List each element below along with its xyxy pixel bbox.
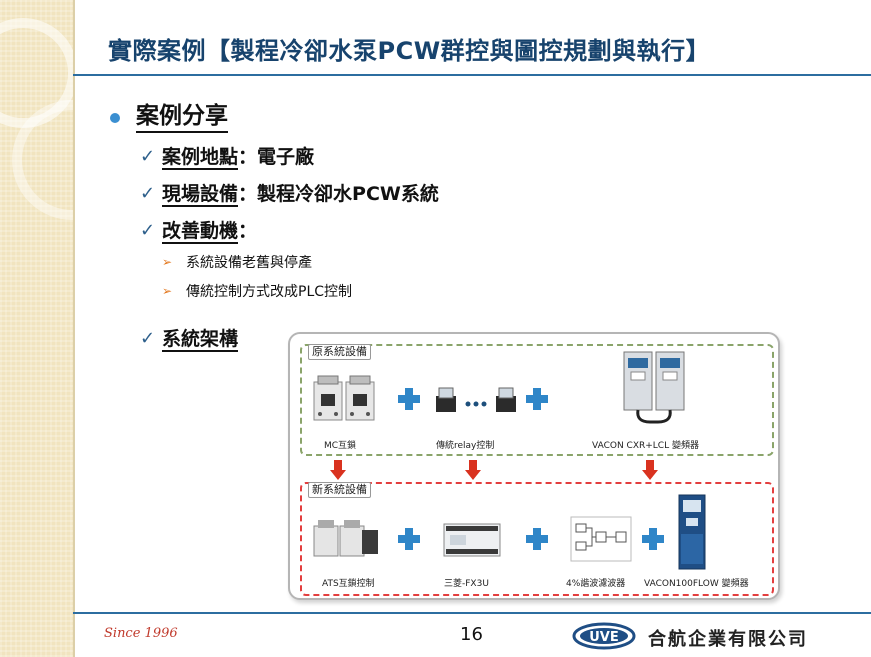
- old-system-label: 原系統設備: [308, 344, 371, 360]
- check-icon: ✓: [140, 220, 156, 241]
- ats-switch-icon: [313, 520, 378, 557]
- relay-icon: [436, 387, 516, 412]
- new-system-group: 新系統設備 ATS互鎖控制 三菱-FX3U 4: [300, 482, 774, 596]
- company-name: 合航企業有限公司: [648, 629, 808, 650]
- plus-icon: [642, 528, 664, 550]
- caption-plc: 三菱-FX3U: [444, 579, 489, 589]
- caption-vacon-cxr: VACON CXR+LCL 變頻器: [592, 441, 699, 451]
- item-value-post: 系統: [400, 183, 439, 205]
- band-edge: [73, 0, 75, 657]
- contactor-icon: [313, 375, 375, 421]
- caption-ats: ATS互鎖控制: [322, 579, 375, 589]
- vacon100-drive-icon: [678, 494, 706, 570]
- system-architecture-diagram: 原系統設備 MC互鎖 傳統relay控制: [288, 332, 780, 600]
- down-arrow-icon: [465, 460, 481, 480]
- item-sep: ：: [238, 183, 258, 205]
- item-sep: ：: [238, 220, 258, 242]
- old-system-group: 原系統設備 MC互鎖 傳統relay控制: [300, 344, 774, 456]
- footer-divider: [73, 612, 871, 614]
- check-icon: ✓: [140, 183, 156, 204]
- caption-filter: 4%諧波濾波器: [566, 579, 626, 589]
- title-divider: [73, 74, 871, 76]
- down-arrow-icon: [642, 460, 658, 480]
- decorative-band: [0, 0, 73, 657]
- bullet-icon: [110, 113, 120, 123]
- sub-item: 傳統控制方式改成PLC控制: [186, 284, 353, 300]
- item-label: 現場設備: [162, 183, 239, 207]
- item-label: 案例地點: [162, 146, 239, 170]
- item-location: 案例地點：電子廠: [162, 144, 314, 170]
- plus-icon: [398, 388, 420, 410]
- since-label: Since 1996: [104, 626, 178, 641]
- new-system-label: 新系統設備: [308, 482, 371, 498]
- item-label: 改善動機: [162, 220, 239, 244]
- slide-title: 實際案例【製程冷卻水泵PCW群控與圖控規劃與執行】: [108, 37, 711, 65]
- inverter-drive-icon: [623, 351, 685, 424]
- company-logo: UVE: [572, 622, 636, 650]
- arrow-bullet-icon: ➢: [162, 284, 173, 298]
- caption-mc: MC互鎖: [324, 441, 357, 451]
- item-label: 系統架構: [162, 328, 239, 352]
- check-icon: ✓: [140, 328, 156, 349]
- item-architecture: 系統架構: [162, 326, 239, 352]
- plus-icon: [526, 388, 548, 410]
- caption-relay: 傳統relay控制: [436, 441, 495, 451]
- item-value-bold: PCW: [352, 183, 401, 205]
- page-number: 16: [460, 624, 483, 645]
- plc-icon: [443, 523, 501, 557]
- sub-item: 系統設備老舊與停產: [186, 255, 312, 271]
- section-heading: 案例分享: [136, 101, 228, 133]
- plus-icon: [398, 528, 420, 550]
- item-equipment: 現場設備：製程冷卻水PCW系統: [162, 181, 439, 207]
- arrow-bullet-icon: ➢: [162, 255, 173, 269]
- logo-text: UVE: [589, 630, 619, 645]
- item-motivation: 改善動機：: [162, 218, 257, 244]
- plus-icon: [526, 528, 548, 550]
- check-icon: ✓: [140, 146, 156, 167]
- item-sep: ：: [238, 146, 258, 168]
- harmonic-filter-icon: [570, 516, 632, 562]
- item-value-pre: 製程冷卻水: [257, 183, 353, 205]
- item-value: 電子廠: [257, 146, 315, 168]
- down-arrow-icon: [330, 460, 346, 480]
- caption-vacon100: VACON100FLOW 變頻器: [644, 579, 749, 589]
